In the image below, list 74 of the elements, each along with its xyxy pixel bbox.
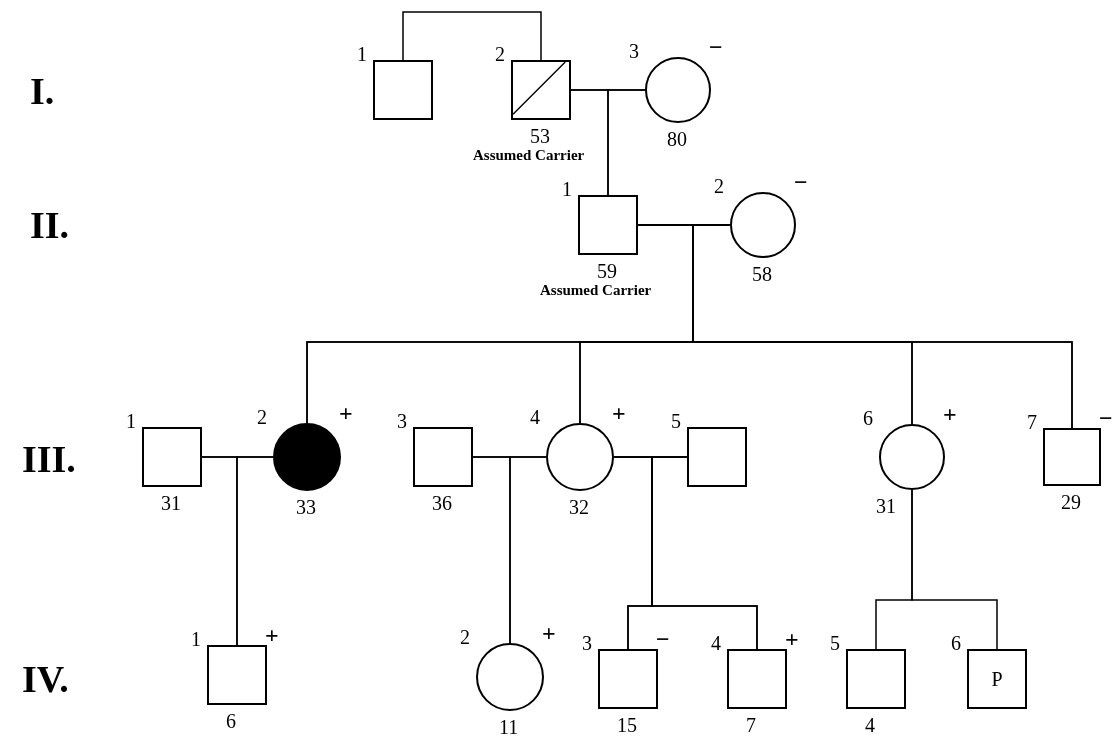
male-symbol (207, 645, 267, 705)
pedigree-line (651, 456, 758, 650)
pedigree-line (607, 89, 646, 196)
female-symbol (730, 192, 796, 258)
age-label: 4 (865, 715, 875, 735)
test-result-sign: + (785, 627, 799, 651)
carrier-note: Assumed Carrier (473, 148, 585, 163)
individual-number: 1 (357, 44, 367, 64)
pedigree-line (402, 11, 542, 61)
test-result-sign: − (794, 170, 808, 194)
generation-label: II. (30, 206, 70, 244)
individual-number: 1 (562, 179, 572, 199)
generation-label: III. (22, 440, 76, 478)
individual-number: 2 (495, 44, 505, 64)
male-symbol (727, 649, 787, 709)
male-symbol (373, 60, 433, 120)
test-result-sign: + (612, 401, 626, 425)
age-label: 31 (161, 493, 181, 513)
test-result-sign: − (1099, 406, 1113, 430)
generation-label: I. (30, 72, 55, 110)
individual-number: 3 (582, 633, 592, 653)
individual-number: 2 (460, 627, 470, 647)
female-symbol (879, 424, 945, 490)
age-label: 58 (752, 264, 772, 284)
individual-number: 4 (711, 633, 721, 653)
male-symbol (846, 649, 906, 709)
individual-number: 4 (530, 407, 540, 427)
male-symbol (598, 649, 658, 709)
individual-number: 1 (126, 411, 136, 431)
age-label: 32 (569, 497, 589, 517)
age-label: 33 (296, 497, 316, 517)
affected-female-symbol (273, 423, 341, 491)
female-symbol (476, 643, 544, 711)
individual-number: 2 (257, 407, 267, 427)
carrier-note: Assumed Carrier (540, 283, 652, 298)
test-result-sign: + (265, 623, 279, 647)
age-label: 53 (530, 126, 550, 146)
individual-number: 5 (830, 633, 840, 653)
age-label: 29 (1061, 492, 1081, 512)
age-label: 6 (226, 711, 236, 731)
test-result-sign: − (709, 35, 723, 59)
male-symbol (967, 649, 1027, 709)
individual-number: 6 (863, 408, 873, 428)
test-result-sign: + (339, 401, 353, 425)
pedigree-line (911, 489, 998, 650)
age-label: 15 (617, 715, 637, 735)
individual-number: 3 (629, 41, 639, 61)
male-symbol (1043, 428, 1101, 486)
pedigree-line (236, 456, 274, 646)
symbol-label: P (991, 667, 1003, 691)
age-label: 36 (432, 493, 452, 513)
deceased-male-symbol (511, 60, 571, 120)
age-label: 11 (499, 717, 519, 737)
age-label: 59 (597, 261, 617, 281)
male-symbol (142, 427, 202, 487)
pedigree-line (509, 456, 547, 644)
individual-number: 6 (951, 633, 961, 653)
age-label: 31 (876, 496, 896, 516)
test-result-sign: + (542, 621, 556, 645)
individual-number: 5 (671, 411, 681, 431)
individual-number: 3 (397, 411, 407, 431)
individual-number: 2 (714, 176, 724, 196)
test-result-sign: − (656, 627, 670, 651)
male-symbol (687, 427, 747, 487)
female-symbol (546, 423, 614, 491)
age-label: 7 (746, 715, 756, 735)
male-symbol (578, 195, 638, 255)
individual-number: 1 (191, 629, 201, 649)
generation-label: IV. (22, 660, 69, 698)
male-symbol (413, 427, 473, 487)
age-label: 80 (667, 129, 687, 149)
individual-number: 7 (1027, 412, 1037, 432)
female-symbol (645, 57, 711, 123)
test-result-sign: + (943, 402, 957, 426)
